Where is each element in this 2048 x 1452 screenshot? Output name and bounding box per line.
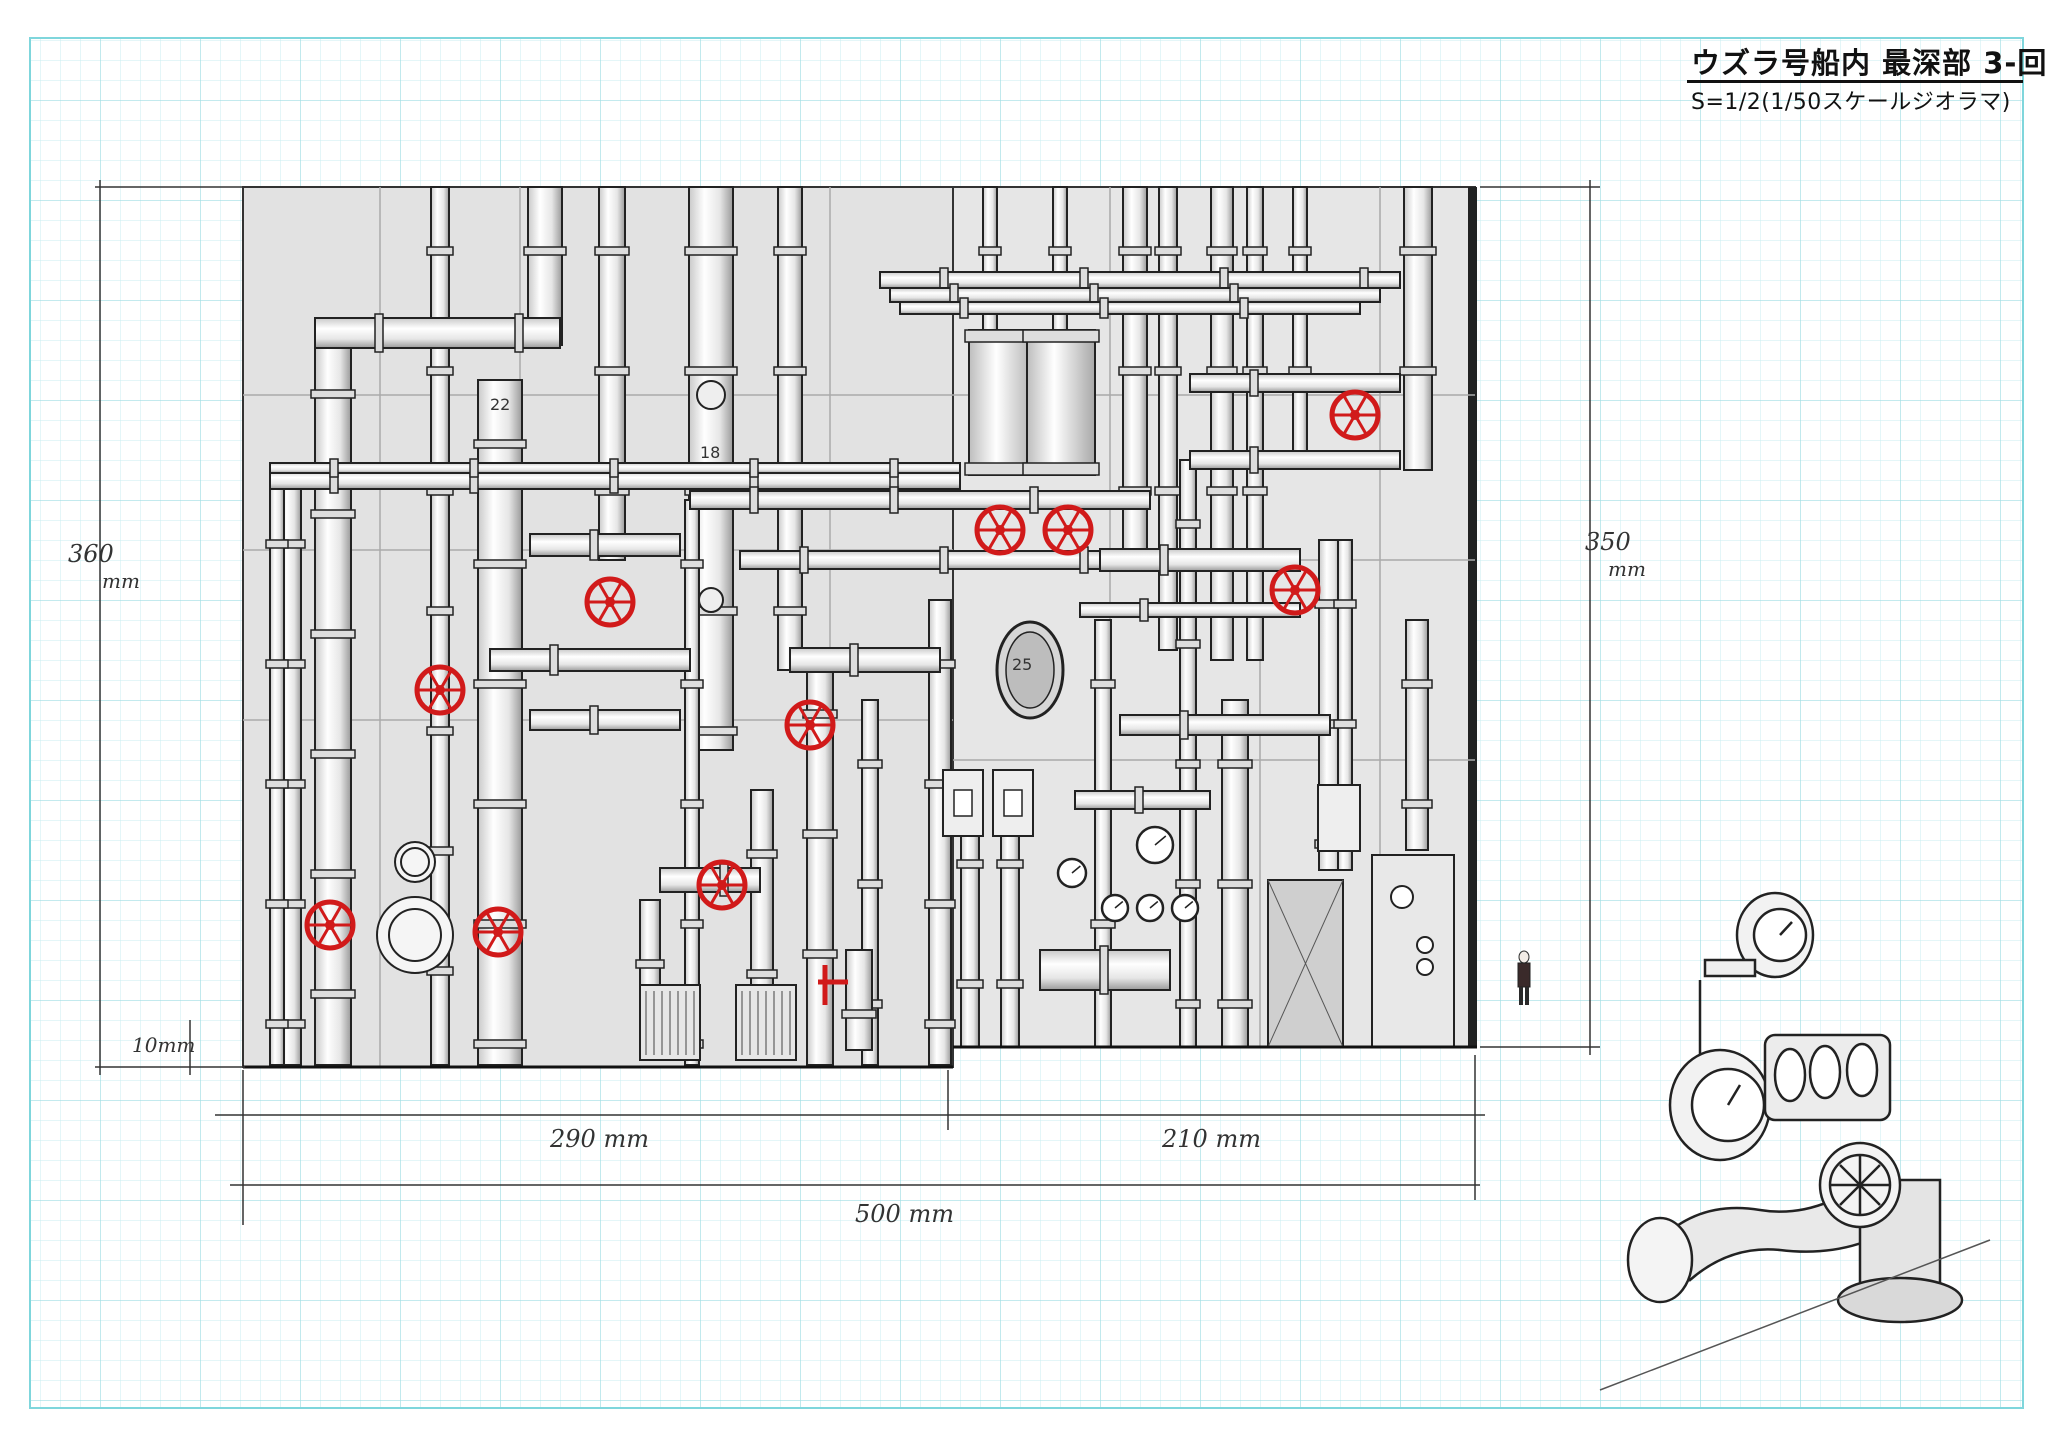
scale-figure	[1517, 950, 1531, 1005]
pipe-vertical	[1399, 186, 1437, 471]
pipe-horizontal	[489, 644, 691, 676]
valve-wheel-icon	[1269, 564, 1321, 616]
pipe-horizontal	[789, 643, 941, 677]
door	[1267, 879, 1344, 1048]
stop-valve-icon	[818, 965, 848, 1005]
switch-box	[1317, 784, 1361, 852]
pipe-vertical	[1401, 619, 1433, 851]
valve-wheel-icon	[414, 664, 466, 716]
pipe-horizontal	[739, 546, 1141, 574]
detail-sketch	[1599, 891, 1991, 1391]
pipe-vertical	[1242, 186, 1268, 661]
valve-wheel-icon	[472, 906, 524, 958]
pipe-network	[265, 186, 1455, 1066]
pipe-label-25: 25	[1012, 655, 1032, 674]
wall-port	[698, 587, 724, 613]
pipe-label-22: 22	[490, 395, 510, 414]
pipe-horizontal	[1039, 945, 1171, 995]
pipe-horizontal	[1119, 710, 1331, 740]
pipe-vertical	[426, 186, 454, 1066]
dim-width-total: 500 mm	[855, 1200, 954, 1228]
valve-wheel-icon	[696, 859, 748, 911]
pipe-vertical	[802, 649, 838, 1066]
pressure-gauge	[1135, 893, 1165, 923]
pipe-horizontal	[529, 705, 681, 735]
pipe-vertical	[773, 186, 807, 671]
wall-port	[400, 847, 430, 877]
dim-offset: 10mm	[132, 1033, 195, 1057]
dim-width-left: 290 mm	[549, 1125, 649, 1153]
tank-cylinder	[1022, 329, 1100, 476]
valve-wheel-icon	[1329, 389, 1381, 441]
filter-strainer	[639, 984, 701, 1061]
porthole	[995, 620, 1065, 720]
pipe-label-18: 18	[700, 443, 720, 462]
pressure-gauge	[1100, 893, 1130, 923]
wall-edge	[1468, 187, 1477, 1047]
sheet-border	[29, 37, 2024, 1409]
machine-cabinet	[1371, 854, 1455, 1048]
dimension-lines	[95, 180, 1600, 1225]
pipe-vertical	[1154, 186, 1182, 651]
pipe-vertical	[1206, 186, 1238, 661]
pipe-horizontal	[1074, 786, 1211, 814]
pipe-horizontal	[1189, 446, 1401, 474]
switch-box	[992, 769, 1034, 837]
dim-height-right-unit: mm	[1608, 557, 1646, 581]
dim-height-left: 360	[68, 540, 114, 568]
valve-wheel-icon	[784, 699, 836, 751]
switch-box	[942, 769, 984, 837]
pipe-horizontal	[314, 313, 561, 353]
valve-wheel-icon	[1042, 504, 1094, 556]
pipe-vertical	[996, 799, 1024, 1048]
pipe-vertical	[310, 329, 356, 1066]
drawing-scale: S=1/2(1/50スケールジオラマ)	[1691, 90, 2011, 115]
pipe-horizontal	[269, 458, 961, 478]
valve-wheels	[304, 389, 1381, 1005]
pipe-horizontal	[529, 529, 681, 561]
pipe-horizontal	[1079, 598, 1301, 622]
wall-port	[696, 380, 726, 410]
pipe-vertical	[594, 186, 630, 561]
pipe-vertical	[680, 499, 704, 1066]
pipe-vertical	[265, 479, 289, 1066]
dim-height-left-unit: mm	[102, 569, 140, 593]
pipe-horizontal	[1189, 369, 1401, 397]
title-block: ウズラ号船内 最深部 3-回 S=1/2(1/50スケールジオラマ)	[1683, 40, 2046, 115]
pressure-gauge	[1056, 857, 1088, 889]
pipe-horizontal	[899, 297, 1361, 319]
valve-wheel-icon	[304, 899, 356, 951]
title-rule	[1687, 80, 2023, 83]
wall-port	[388, 908, 442, 962]
pipe-vertical	[956, 799, 984, 1048]
pressure-gauge	[1170, 893, 1200, 923]
dim-width-right: 210 mm	[1161, 1125, 1261, 1153]
pressure-gauge	[1135, 825, 1175, 865]
pipe-vertical	[841, 949, 877, 1051]
dim-height-right: 350	[1585, 528, 1631, 556]
valve-wheel-icon	[584, 576, 636, 628]
drawing-title: ウズラ号船内 最深部 3-回	[1691, 46, 2048, 80]
pipe-horizontal	[689, 486, 1151, 514]
pipe-vertical	[1288, 186, 1312, 461]
pipe-vertical	[1217, 699, 1253, 1048]
valve-wheel-icon	[974, 504, 1026, 556]
pipe-horizontal	[1099, 544, 1301, 576]
filter-strainer	[735, 984, 797, 1061]
